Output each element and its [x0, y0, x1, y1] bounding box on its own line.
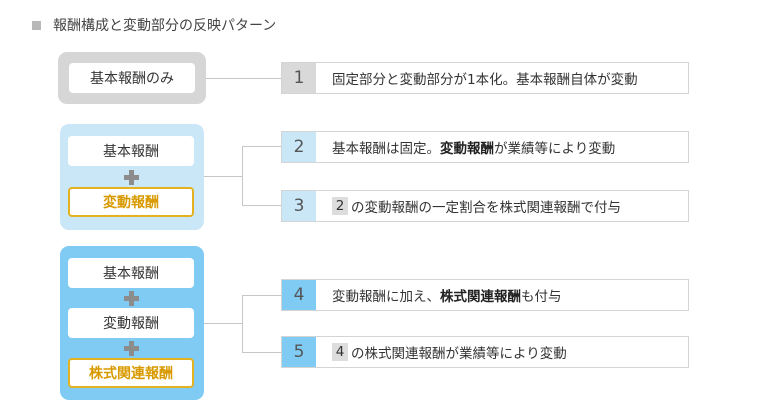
pattern-row-1: 1 固定部分と変動部分が1本化。基本報酬自体が変動	[281, 62, 689, 94]
page-title: 報酬構成と変動部分の反映パターン	[53, 18, 277, 34]
connector-line	[242, 352, 281, 353]
panel-base-variable-stock: 基本報酬 変動報酬 株式関連報酬	[60, 246, 204, 400]
row-text-before: 変動報酬に加え、	[332, 289, 440, 305]
box-base-pay: 基本報酬	[68, 136, 194, 166]
pattern-row-4: 4 変動報酬に加え、株式関連報酬も付与	[281, 279, 689, 311]
panel-base-variable: 基本報酬 変動報酬	[60, 124, 204, 230]
row-text: 基本報酬は固定。変動報酬が業績等により変動	[332, 137, 615, 157]
box-base-pay: 基本報酬	[68, 258, 194, 288]
connector-line	[242, 295, 243, 353]
panel-base-only: 基本報酬のみ	[58, 52, 206, 104]
row-ref-badge: 2	[332, 197, 348, 215]
plus-icon	[122, 339, 142, 359]
connector-line	[242, 146, 281, 147]
row-text-after: が業績等により変動	[494, 141, 616, 157]
row-text-bold: 株式関連報酬	[440, 289, 521, 305]
row-text-content: 固定部分と変動部分が1本化。基本報酬自体が変動	[332, 72, 638, 88]
row-text-bold: 変動報酬	[440, 141, 494, 157]
row-number: 1	[282, 63, 316, 93]
row-text-after: も付与	[521, 289, 562, 305]
connector-line	[242, 295, 281, 296]
row-text-content: の変動報酬の一定割合を株式関連報酬で付与	[351, 200, 621, 216]
box-variable-pay: 変動報酬	[68, 187, 194, 217]
row-text-content: の株式関連報酬が業績等により変動	[351, 346, 567, 362]
box-stock-pay: 株式関連報酬	[68, 358, 194, 388]
box-variable-pay: 変動報酬	[68, 308, 194, 338]
connector-line	[204, 176, 242, 177]
row-ref-badge: 4	[332, 343, 348, 361]
pattern-row-2: 2 基本報酬は固定。変動報酬が業績等により変動	[281, 131, 689, 163]
row-text: 固定部分と変動部分が1本化。基本報酬自体が変動	[332, 68, 638, 88]
row-text-before: 基本報酬は固定。	[332, 141, 440, 157]
row-number: 3	[282, 191, 316, 221]
title-bullet-icon	[32, 20, 41, 30]
row-number: 2	[282, 132, 316, 162]
row-number: 4	[282, 280, 316, 310]
row-number: 5	[282, 337, 316, 367]
connector-line	[204, 323, 242, 324]
page-title-row: 報酬構成と変動部分の反映パターン	[32, 14, 276, 36]
row-text: 変動報酬に加え、株式関連報酬も付与	[332, 285, 562, 305]
connector-line	[242, 205, 281, 206]
plus-icon	[122, 289, 142, 309]
box-base-only: 基本報酬のみ	[69, 63, 195, 93]
plus-icon	[122, 168, 142, 188]
connector-line	[206, 78, 281, 79]
connector-line	[242, 146, 243, 206]
